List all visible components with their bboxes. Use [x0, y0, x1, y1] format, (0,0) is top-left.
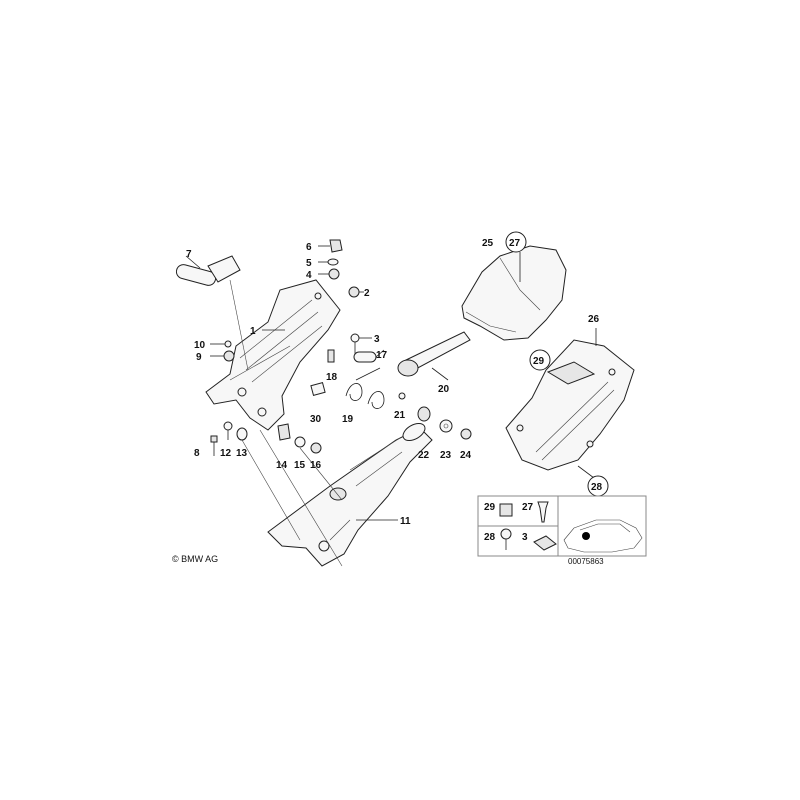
assembly-leader-lines	[229, 279, 343, 567]
label-5: 5	[306, 258, 312, 269]
label-12: 12	[220, 448, 232, 459]
label-7: 7	[186, 249, 192, 260]
inset-screw-icon	[500, 528, 512, 540]
part-9-nut	[210, 350, 235, 362]
part-6-nut	[318, 239, 343, 253]
label-28-circled: 28	[591, 482, 603, 493]
part-2-nut	[348, 286, 364, 298]
part-16-nut	[310, 442, 322, 454]
label-4: 4	[306, 270, 312, 281]
label-23: 23	[440, 450, 452, 461]
label-10: 10	[194, 340, 206, 351]
inset-panel: 29 27 28 3	[477, 495, 647, 557]
part-12-bolt	[223, 421, 233, 440]
inset-label-3: 3	[522, 532, 528, 543]
label-24: 24	[460, 450, 472, 461]
part-10-washer	[210, 340, 232, 348]
part-20-rod	[397, 331, 471, 381]
label-15: 15	[294, 460, 306, 471]
circled-labels: 27 29 28	[505, 231, 609, 497]
label-21: 21	[394, 410, 406, 421]
label-30: 30	[310, 414, 322, 425]
part-30-pad	[310, 382, 326, 396]
part-13-washer	[236, 427, 248, 441]
part-labels: 7 6 5 4 2 1 3 10 9 17 18 30 19 20 21 22 …	[186, 238, 600, 527]
label-29-circled: 29	[533, 356, 545, 367]
part-22-bushing	[417, 406, 431, 422]
part-3-bolt	[350, 333, 372, 354]
label-9: 9	[196, 352, 202, 363]
part-18-clip	[327, 349, 335, 363]
label-26: 26	[588, 314, 600, 325]
inset-label-27: 27	[522, 502, 534, 513]
part-8-bolt	[210, 435, 218, 456]
part-15-washer	[294, 436, 306, 448]
inset-label-29: 29	[484, 502, 496, 513]
part-21-ring	[398, 392, 406, 400]
inset-nut-icon	[533, 535, 557, 551]
inset-label-28: 28	[484, 532, 496, 543]
part-1-bracket	[205, 279, 341, 431]
part-17-cylinder	[353, 349, 385, 363]
label-22: 22	[418, 450, 430, 461]
label-19: 19	[342, 414, 354, 425]
part-24-nut	[460, 428, 472, 440]
label-17: 17	[376, 350, 388, 361]
copyright-text: © BMW AG	[172, 554, 219, 564]
label-14: 14	[276, 460, 288, 471]
part-23-washer	[439, 419, 453, 433]
label-3: 3	[374, 334, 380, 345]
inset-clip-icon	[499, 503, 513, 517]
part-4-bushing	[318, 268, 340, 280]
label-6: 6	[306, 242, 312, 253]
part-26-lower-cover	[505, 328, 635, 479]
part-14-bracket	[277, 423, 291, 441]
part-5-washer	[318, 258, 339, 266]
part-7-lever	[175, 255, 241, 286]
inset-rivet-icon	[537, 501, 549, 523]
label-16: 16	[310, 460, 322, 471]
label-20: 20	[438, 384, 450, 395]
label-11: 11	[400, 516, 411, 527]
part-11-column-tube	[267, 422, 433, 567]
document-number: 00075863	[568, 557, 604, 566]
label-18: 18	[326, 372, 338, 383]
label-25: 25	[482, 238, 494, 249]
label-27-circled: 27	[509, 238, 521, 249]
car-outline-icon	[563, 519, 643, 553]
label-2: 2	[364, 288, 370, 299]
label-1: 1	[250, 326, 256, 337]
part-25-upper-cover	[461, 245, 567, 341]
part-19-spring	[345, 367, 385, 409]
label-8: 8	[194, 448, 200, 459]
label-13: 13	[236, 448, 248, 459]
